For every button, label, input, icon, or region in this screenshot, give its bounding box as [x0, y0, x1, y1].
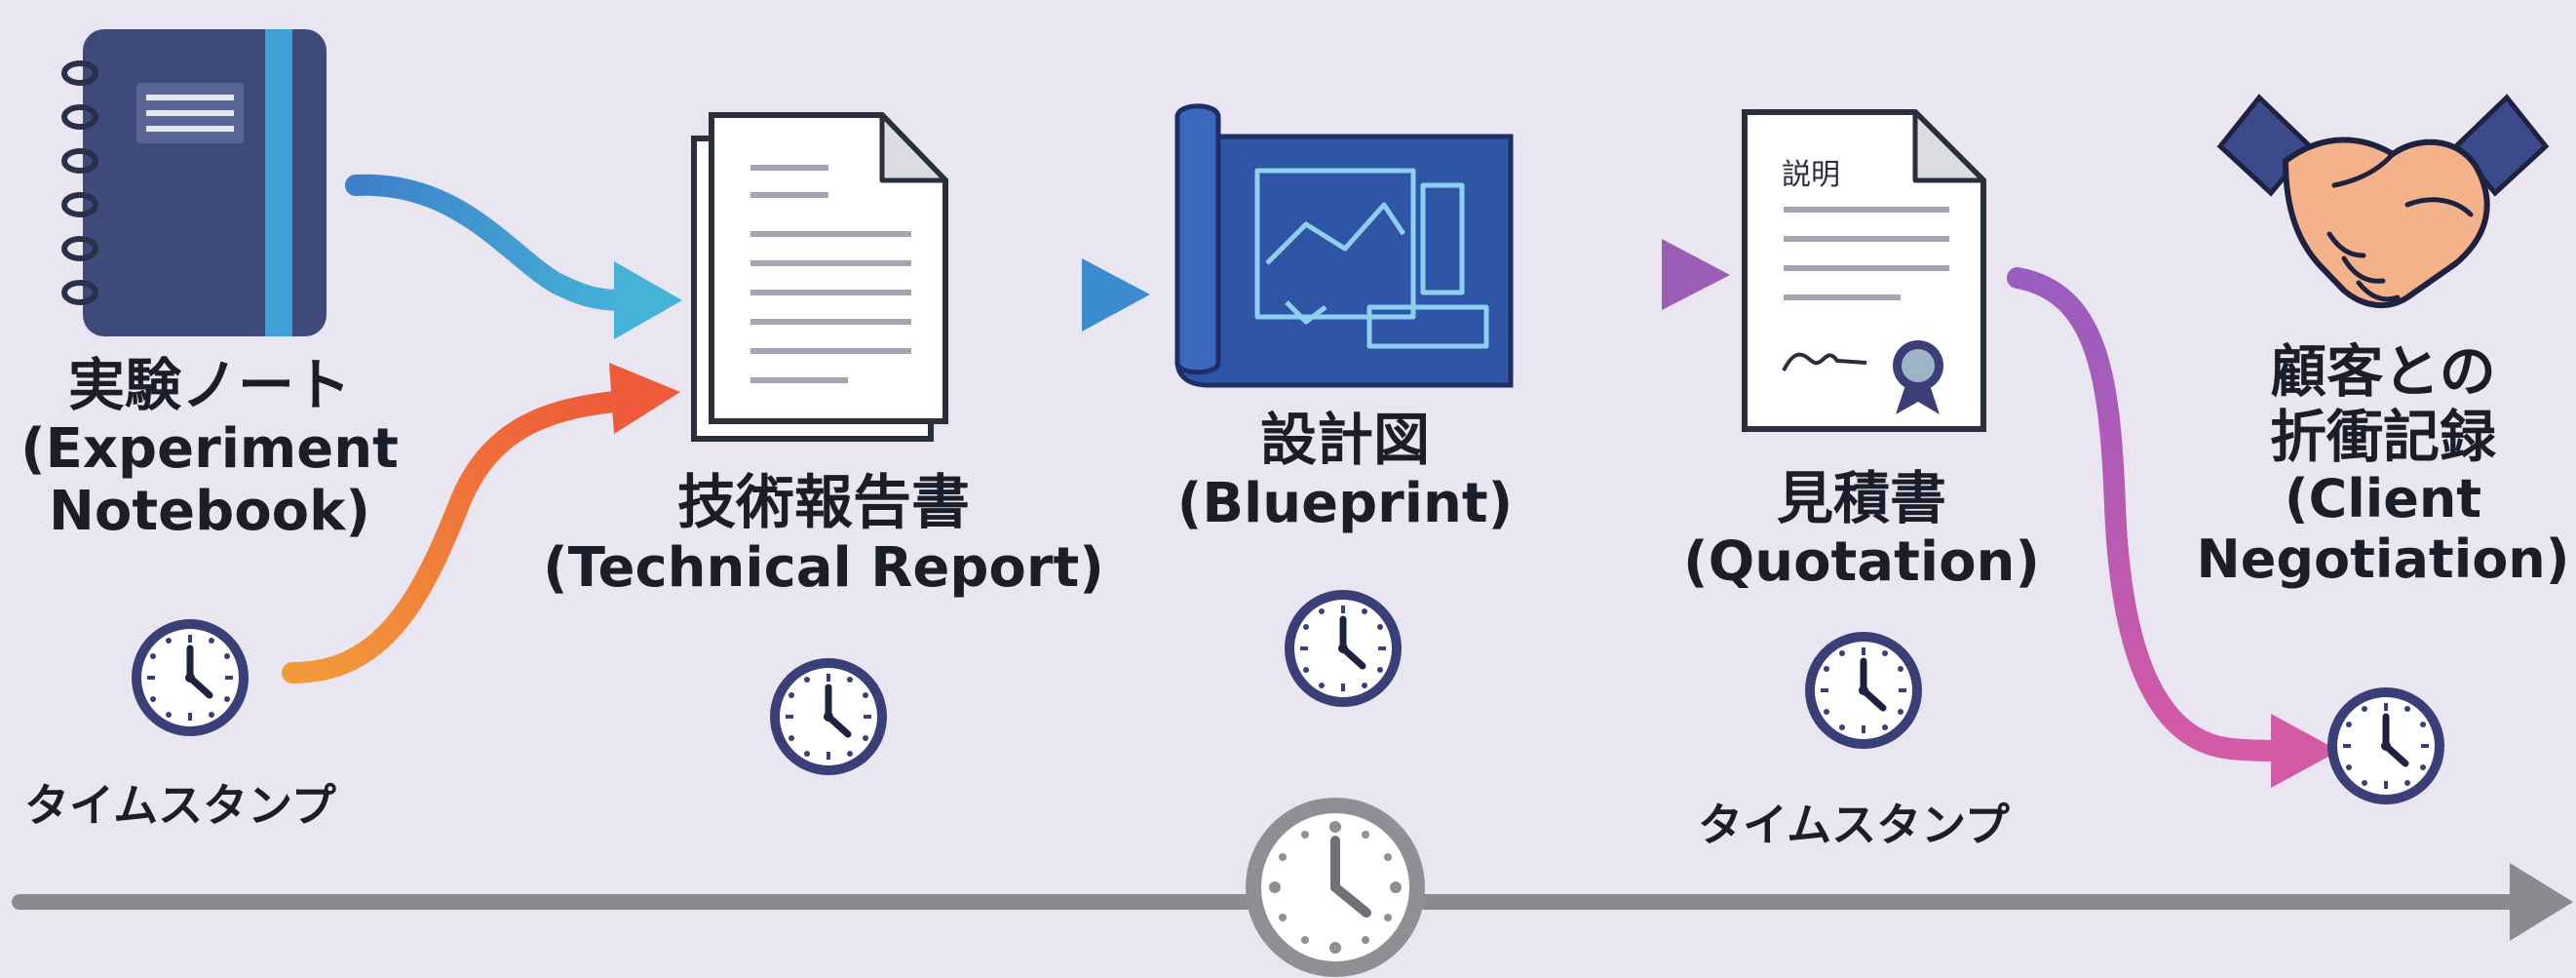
notebook-icon — [61, 29, 327, 336]
quotation-doc-heading: 説明 — [1782, 158, 1840, 192]
timestamp-label-notebook: タイムスタンプ — [24, 779, 336, 832]
certificate-document-icon — [1742, 109, 1986, 432]
clock-icon-negotiation — [2327, 687, 2444, 804]
blueprint-icon — [1174, 103, 1514, 388]
handshake-icon — [2216, 94, 2550, 309]
clock-icon-quotation — [1805, 632, 1922, 749]
clock-icon-report — [770, 658, 887, 775]
clock-icon-blueprint — [1285, 590, 1402, 707]
seal-icon — [1893, 340, 1943, 414]
blueprint-label: 設計図 (Blueprint) — [1150, 408, 1540, 535]
negotiation-title-en-line1: (Client — [2284, 468, 2482, 530]
notebook-title-en-line1: (Experiment — [20, 416, 399, 481]
negotiation-title-jp-line2: 折衝記録 — [2269, 403, 2496, 470]
notebook-title-en-line2: Notebook) — [49, 480, 370, 544]
negotiation-title-jp-line1: 顧客との — [2270, 338, 2496, 405]
blueprint-title-en: (Blueprint) — [1176, 471, 1514, 535]
timestamp-label-quotation: タイムスタンプ — [1698, 799, 2010, 851]
quotation-title-en: (Quotation) — [1683, 529, 2040, 594]
timeline-axis — [12, 798, 2573, 977]
blueprint-title-jp: 設計図 — [1259, 407, 1430, 473]
negotiation-title-en-line2: Negotiation) — [2196, 528, 2570, 591]
negotiation-label: 顧客との 折衝記録 (Client Negotiation) — [2193, 339, 2573, 591]
quotation-label: 見積書 (Quotation) — [1667, 466, 2057, 594]
notebook-label: 実験ノート (Experiment Notebook) — [15, 353, 404, 543]
quotation-title-jp: 見積書 — [1776, 465, 1946, 531]
report-title-jp: 技術報告書 — [677, 469, 970, 537]
notebook-title-jp: 実験ノート — [67, 352, 351, 418]
clock-icon-notebook — [132, 619, 249, 736]
flow-arrows — [282, 174, 2339, 788]
report-title-en: (Technical Report) — [543, 536, 1104, 600]
document-icon — [691, 112, 948, 442]
report-label: 技術報告書 (Technical Report) — [541, 470, 1106, 600]
